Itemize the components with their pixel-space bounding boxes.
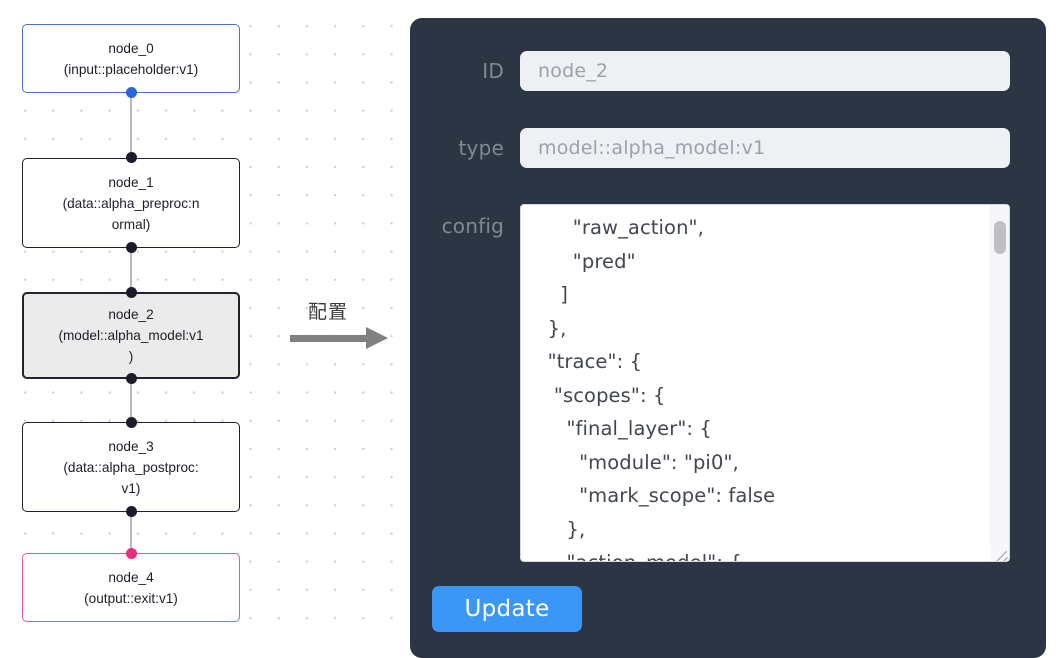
field-row-type: type <box>410 128 1010 168</box>
update-button[interactable]: Update <box>432 586 582 632</box>
node-subtitle: (data::alpha_preproc:n ormal) <box>62 195 200 232</box>
port-node_3-input[interactable] <box>125 417 137 428</box>
graph-node-node_1[interactable]: node_1 (data::alpha_preproc:n ormal) <box>22 158 240 248</box>
id-input[interactable] <box>520 51 1010 91</box>
graph-node-node_3[interactable]: node_3 (data::alpha_postproc: v1) <box>22 422 240 512</box>
resize-handle-icon[interactable] <box>991 544 1009 561</box>
config-textarea[interactable]: "raw_action", "pred" ] }, "trace": { "sc… <box>520 204 1010 562</box>
annotation-arrow-group: 配置 <box>288 297 392 357</box>
edge-node1-node2 <box>130 248 132 294</box>
graph-node-node_2[interactable]: node_2 (model::alpha_model:v1 ) <box>22 292 240 379</box>
port-node_1-output[interactable] <box>125 242 137 253</box>
graph-node-node_4[interactable]: node_4 (output::exit:v1) <box>22 553 240 622</box>
config-scrollbar-thumb[interactable] <box>994 221 1006 254</box>
port-node_0-output[interactable] <box>125 87 137 98</box>
config-textarea-wrapper: "raw_action", "pred" ] }, "trace": { "sc… <box>520 204 1010 562</box>
field-row-config: config "raw_action", "pred" ] }, "trace"… <box>410 204 1010 562</box>
port-node_2-output[interactable] <box>125 373 137 384</box>
right-arrow-icon-shaft <box>290 335 368 342</box>
graph-node-node_0[interactable]: node_0 (input::placeholder:v1) <box>22 24 240 93</box>
node-flow-graph: node_0 (input::placeholder:v1) node_1 (d… <box>0 0 270 643</box>
node-config-panel: ID type config "raw_action", "pred" ] },… <box>410 18 1046 658</box>
edge-node0-node1 <box>130 93 132 159</box>
node-title: node_1 <box>108 174 154 190</box>
type-field-label: type <box>458 136 504 160</box>
annotation-label: 配置 <box>307 301 348 323</box>
port-node_1-input[interactable] <box>125 152 137 163</box>
node-subtitle: (input::placeholder:v1) <box>63 61 199 77</box>
node-subtitle: (data::alpha_postproc: v1) <box>63 459 199 496</box>
node-title: node_4 <box>108 569 154 585</box>
node-title: node_3 <box>108 438 154 454</box>
edge-node3-node4 <box>130 512 132 555</box>
port-node_2-input[interactable] <box>125 287 137 298</box>
type-input[interactable] <box>520 128 1010 168</box>
id-field-label: ID <box>482 59 504 83</box>
node-subtitle: (output::exit:v1) <box>84 590 178 606</box>
config-scrollbar[interactable] <box>990 205 1009 545</box>
node-subtitle: (model::alpha_model:v1 ) <box>58 328 204 364</box>
node-title: node_0 <box>108 40 154 56</box>
edge-node2-node3 <box>130 379 132 423</box>
field-row-id: ID <box>410 51 1010 91</box>
right-arrow-icon-head <box>366 327 388 349</box>
port-node_4-input[interactable] <box>125 548 137 559</box>
port-node_3-output[interactable] <box>125 506 137 517</box>
config-field-label: config <box>441 214 504 238</box>
node-title: node_2 <box>108 307 154 322</box>
